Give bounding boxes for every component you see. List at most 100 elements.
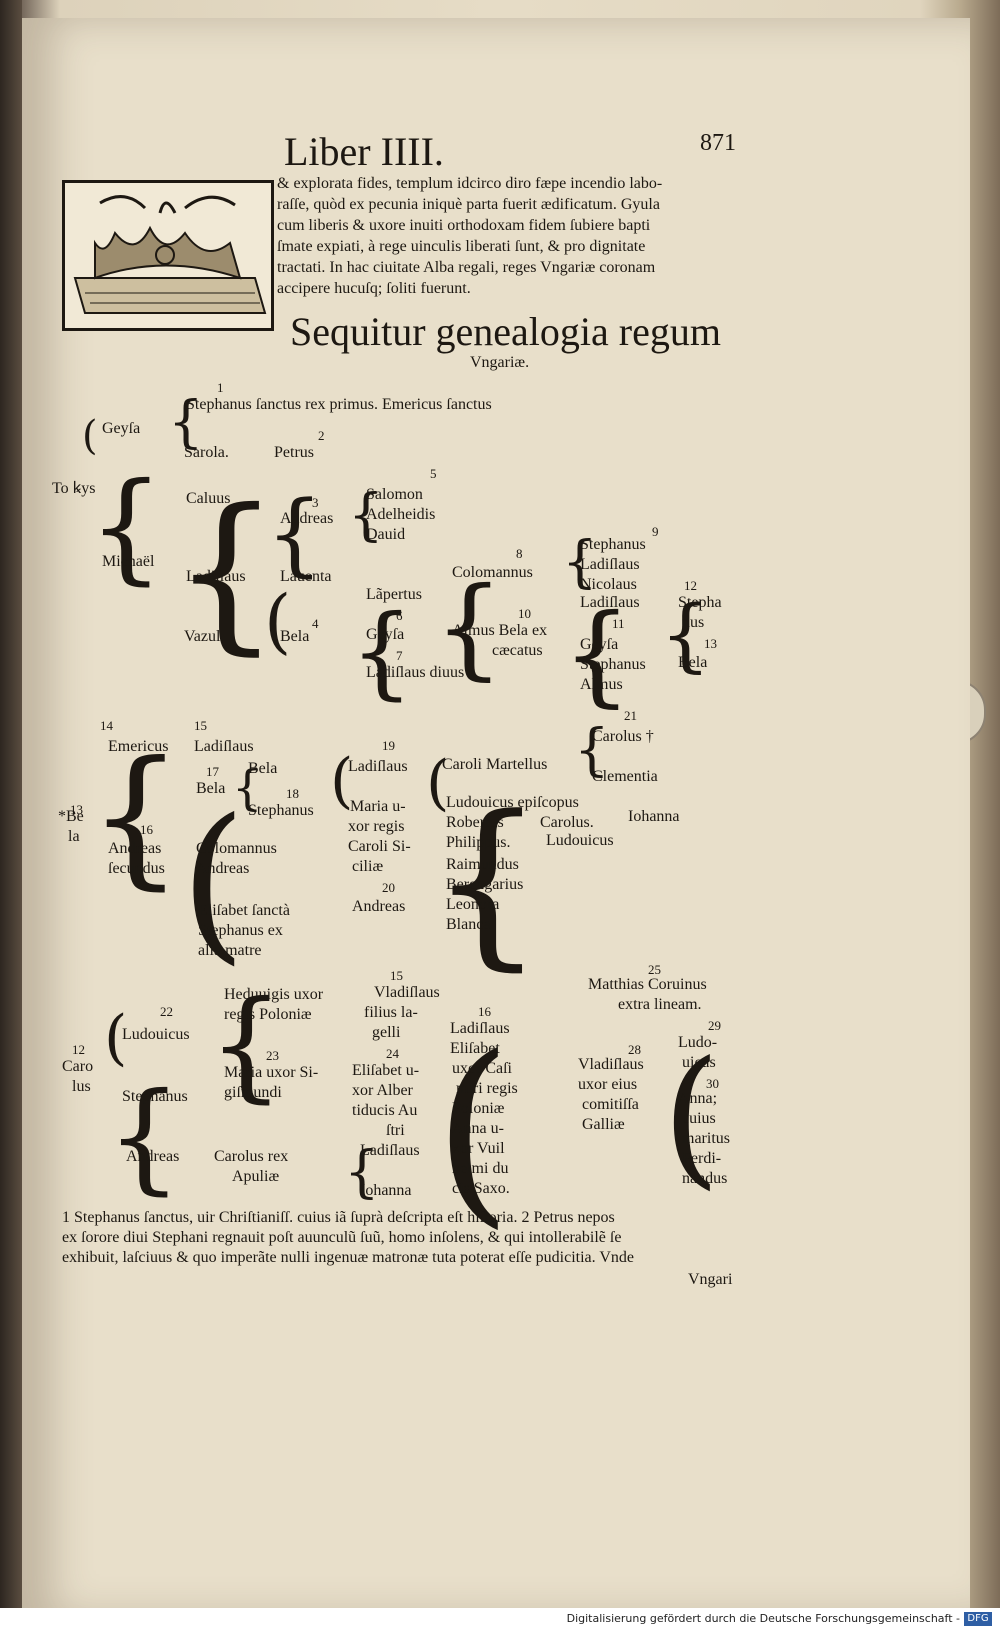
label-number: 6 [396, 608, 403, 623]
person-label: Heduuigis uxor [224, 986, 324, 1003]
label-number: 13 [70, 802, 83, 817]
label-number: 7 [396, 648, 403, 663]
dfg-logo: DFG [964, 1612, 992, 1626]
intro-line: tractati. In hac ciuitate Alba regali, r… [277, 259, 656, 276]
label-number: 17 [206, 764, 219, 779]
person-label: Poloniæ [452, 1100, 505, 1117]
person-label: Stephanus [122, 1088, 188, 1105]
person-label: Robertus [446, 814, 504, 831]
brace: ( [426, 748, 450, 818]
person-label: Salomon [366, 486, 423, 503]
person-label: Carolus † [592, 728, 654, 745]
person-label: Ladiſlaus [360, 1142, 420, 1159]
brace: { [434, 563, 504, 691]
brace: ( [180, 783, 247, 981]
label-number: 24 [386, 1046, 399, 1061]
person-label: Michaël [102, 553, 155, 570]
person-label: Ludouicus [122, 1026, 190, 1043]
label-number: 1 [217, 380, 224, 395]
person-label: Maria uxor Si- [224, 1064, 319, 1081]
person-label: Ladiſlaus [186, 568, 246, 585]
person-label: lus [72, 1078, 91, 1095]
brace: { [88, 458, 165, 597]
label-number: 30 [706, 1076, 719, 1091]
person-label: comitiſſa [582, 1096, 639, 1113]
label-number: 19 [382, 738, 395, 753]
brace: { [266, 482, 324, 587]
section-title: Sequitur genealogia regum [290, 309, 721, 354]
person-label: Bela [248, 760, 278, 777]
label-number: 20 [382, 880, 395, 895]
brace: { [88, 730, 184, 904]
person-label: Geyſa [366, 626, 405, 643]
label-number: 14 [100, 718, 113, 733]
person-label: Anna u- [452, 1120, 504, 1137]
person-label: Colomannus [452, 564, 533, 581]
brace: { [660, 588, 711, 681]
person-label: Andreas [196, 860, 250, 877]
person-label: Andreas [352, 898, 406, 915]
person-label: xor Alber [352, 1082, 413, 1099]
person-label: Eliſabet u- [352, 1062, 420, 1079]
label-number: 21 [624, 708, 637, 723]
person-label: Leonora [446, 896, 500, 913]
footnote-line: Vngari [688, 1271, 733, 1288]
label-number: 18 [286, 786, 299, 801]
person-label: Adelheidis [366, 506, 436, 523]
footer-text: Digitalisierung gefördert durch die Deut… [566, 1612, 960, 1625]
label-number: 29 [708, 1018, 721, 1033]
crown-icon [73, 195, 267, 314]
label-number: 10 [518, 606, 531, 621]
person-label: Iohanna [360, 1182, 412, 1199]
intro-line: accipere hucuſq; ſoliti fuerunt. [277, 280, 471, 297]
person-label: Clementia [592, 768, 658, 785]
person-label: uxor eius [578, 1076, 638, 1093]
page: Liber IIII. 871 & explorata fides, templ… [22, 18, 970, 1618]
brace: { [574, 718, 610, 783]
person-label: Stephanus [580, 656, 646, 673]
person-label: ſtri [386, 1122, 405, 1139]
person-label: extra lineam. [618, 996, 702, 1013]
label-number: 2 [318, 428, 325, 443]
person-label: xor regis [348, 818, 405, 835]
person-label: Ladiſlaus [580, 594, 640, 611]
person-label: Ladiſlaus [348, 758, 408, 775]
person-label: ſecundus [108, 860, 165, 877]
person-label: Lauenta [280, 568, 332, 585]
person-label: la [68, 828, 80, 845]
person-label: Andreas [280, 510, 334, 527]
label-number: 11 [612, 616, 625, 631]
person-label: Ludo- [678, 1034, 718, 1051]
person-label: Geyſa [580, 636, 619, 653]
footer-bar: Digitalisierung gefördert durch die Deut… [0, 1608, 1000, 1635]
person-label: Raimundus [446, 856, 519, 873]
person-label: To ꝃys [52, 480, 96, 497]
person-label: Stephanus [248, 802, 314, 819]
brace: { [430, 778, 545, 987]
person-label: Ladiſlaus [450, 1020, 510, 1037]
brace: ( [434, 1014, 513, 1247]
person-label: Berengarius [446, 876, 524, 893]
person-label: Ladiſlaus diuus [366, 664, 465, 681]
person-label: miri regis [456, 1080, 518, 1097]
person-label: alia matre [198, 942, 262, 959]
brace: ( [264, 580, 292, 662]
crown-woodcut [62, 180, 274, 331]
label-number: 16 [478, 1004, 491, 1019]
person-label: Ladiſlaus [580, 556, 640, 573]
person-label: Caluus [186, 490, 231, 507]
label-number: 16 [140, 822, 153, 837]
person-label: Sarola. [184, 444, 229, 461]
label-number: 12 [72, 1042, 85, 1057]
person-label: Andreas [108, 840, 162, 857]
label-number: 9 [652, 524, 659, 539]
person-label: Carolus. [540, 814, 594, 831]
brace: ( [662, 1030, 721, 1204]
person-label: Nicolaus [580, 576, 637, 593]
person-label: uicus [682, 1054, 716, 1071]
brace: { [106, 1068, 183, 1207]
brace: ( [330, 746, 354, 816]
person-label: *Be [58, 808, 84, 825]
person-label: Vladiſlaus [374, 984, 440, 1001]
label-number: 15 [390, 968, 403, 983]
